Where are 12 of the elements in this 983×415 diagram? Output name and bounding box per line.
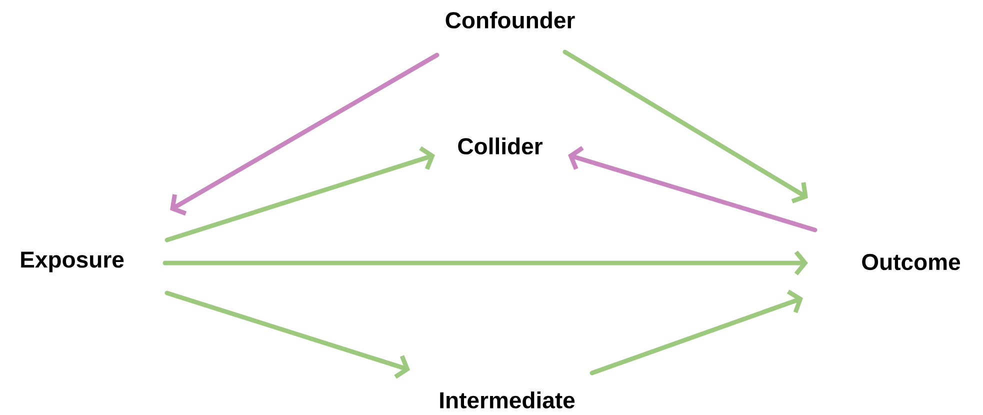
node-label: Collider (458, 138, 542, 154)
arrow (590, 290, 803, 376)
arrow (164, 146, 435, 242)
arrow (568, 146, 818, 232)
node-label: Confounder (446, 12, 575, 28)
node-label: Outcome (862, 254, 960, 270)
arrow (562, 50, 808, 204)
node-label: Intermediate (440, 392, 575, 408)
node-label: Exposure (21, 252, 124, 272)
arrow (162, 250, 808, 276)
arrow (164, 290, 410, 379)
arrow (170, 52, 440, 216)
